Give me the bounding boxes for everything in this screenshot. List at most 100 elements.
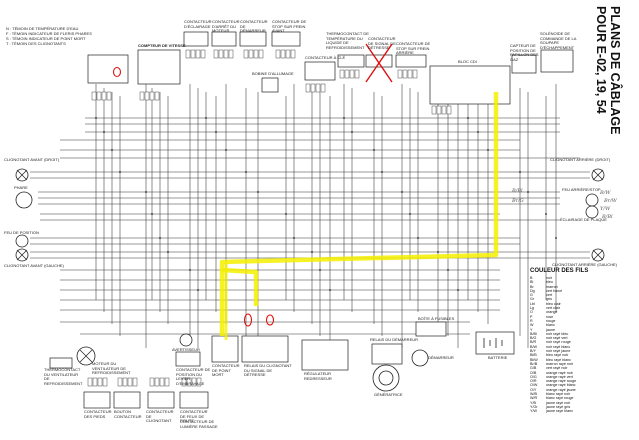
wire-color-name: bleu clair — [546, 301, 561, 306]
wire-color-name: orange rayé noir — [546, 370, 573, 375]
wire-color-name: rose — [546, 314, 554, 319]
handwritten-note: B/Bl — [512, 188, 523, 194]
wire-color-code: Bl/W — [530, 357, 538, 362]
label-turn-switch: CONTACTEUR DE CLIGNOTANT — [146, 409, 174, 424]
diagram-title-line1: PLANS DE CÂBLAGE — [608, 6, 622, 135]
wire-color-code: O/R — [530, 379, 537, 384]
wire-color-name: bleu rayé blanc — [546, 357, 572, 362]
wire-color-row: Bl/W bleu rayé blanc — [530, 358, 630, 362]
wire-color-code: B/Y — [530, 349, 536, 354]
label-front-right-turn: CLIGNOTANT AVANT (DROIT) — [4, 157, 60, 162]
wire-color-code: Bl/B — [530, 353, 537, 358]
label-front-brake: CONTACTEUR DE STOP SUR FREIN AVANT — [272, 19, 307, 34]
label-fuse-box: BOÎTE À FUSIBLES — [418, 316, 455, 321]
label-fan-thermo: THERMOCONTACT DU VENTILATEUR DE REFROIDI… — [44, 367, 83, 386]
wire-color-name: vert foncé — [546, 288, 563, 293]
label-neutral: CONTACTEUR DE POINT MORT — [212, 363, 240, 378]
wire-color-title: COULEUR DES FILS — [530, 268, 589, 274]
label-dimmer-switch: CONTACTEUR DE FEUX DE ROUTE — [180, 409, 208, 424]
wire-color-row: O/B orange rayé noir — [530, 371, 630, 375]
wire-color-row: Dg vert foncé — [530, 289, 630, 293]
wire-color-code: B/W — [530, 344, 537, 349]
label-starter-relay: RELAIS DU DÉMARREUR — [370, 337, 419, 342]
wire-color-code: B/G — [530, 336, 537, 341]
wire-color-code: O — [530, 310, 533, 315]
label-passing-switch: CONTACTEUR DE LUMIÈRE PASSAGE — [180, 419, 218, 429]
wire-color-row: O/R orange rayé rouge — [530, 379, 630, 383]
label-starter-switch: CONTACTEUR DE DÉMARREUR — [240, 19, 268, 34]
wire-color-name: orange rayé jaune — [546, 387, 576, 392]
wire-color-name: vert — [546, 293, 553, 298]
wire-color-row: B/W noir rayé blanc — [530, 345, 630, 349]
wire-color-code: O/W — [530, 383, 538, 388]
wire-color-code: O/G — [530, 374, 537, 379]
wire-color-name: noir rayé blanc — [546, 344, 571, 349]
label-starter-motor: DÉMARREUR — [428, 355, 454, 360]
wire-color-name: noir rayé rouge — [546, 340, 571, 345]
label-license-light: ÉCLAIRAGE DE PLAQUE — [560, 217, 607, 222]
wire-color-name: marron — [546, 284, 558, 289]
label-throttle: CAPTEUR DE POSITION DE PAPILLON DES GAZ — [510, 43, 539, 62]
label-fan-motor: MOTEUR DU VENTILATEUR DE REFROIDISSEMENT — [92, 361, 131, 376]
label-headlight: PHARE — [14, 185, 28, 190]
label-generator: GÉNÉRATRICE — [374, 392, 403, 397]
wire-color-code: O/B — [530, 370, 537, 375]
wire-color-code: Lbl — [530, 301, 535, 306]
wire-color-name: blanc — [546, 323, 555, 328]
indicator-legend-row: S : TÉMOIN INDICATEUR DE POINT MORT — [6, 36, 86, 41]
wire-color-code: Y/W — [530, 409, 537, 414]
wire-color-code: R — [530, 318, 533, 323]
label-position-light: FEU DE POSITION — [4, 230, 39, 235]
wire-color-row: O/Y orange rayé jaune — [530, 388, 630, 392]
wire-color-name: orange rayé rouge — [546, 379, 577, 384]
wire-color-name: noir rayé bleu — [546, 331, 569, 336]
label-regulator: RÉGULATEUR REDRESSEUR — [304, 371, 332, 381]
wire-color-code: Gr — [530, 297, 535, 302]
label-ignition-coil: BOBINE D'ALLUMAGE — [252, 71, 294, 76]
label-side-stand: BOUTON CONTACTEUR — [114, 409, 142, 419]
wire-color-code: Dg — [530, 288, 535, 293]
label-hazard-switch: CONTACTEUR DE SIGNAL DE DÉTRESSE — [368, 36, 396, 51]
wire-color-name: vert clair — [546, 306, 560, 311]
wire-color-code: P — [530, 314, 533, 319]
indicator-legend-row: N : TÉMOIN DE TEMPÉRATURE D'EAU — [6, 26, 79, 31]
wire-color-name: rouge — [546, 318, 556, 323]
label-gear-position: CONTACTEUR DE POSITION DU LEVIER D'EMBRA… — [176, 367, 211, 386]
wire-color-row: Bl/B bleu rayé noir — [530, 353, 630, 357]
label-rear-stop: FEU ARRIÈRE/STOP — [562, 187, 601, 192]
label-clutch-switch: CONTACTEUR DES PIEDS — [84, 409, 112, 419]
diagram-title: PLANS DE CÂBLAGE POUR E-02, 19, 54 — [594, 6, 622, 134]
label-light-switch: CONTACTEUR D'ÉCLAIRAGE — [184, 19, 212, 29]
wire-color-code: O/Y — [530, 387, 537, 392]
label-speedometer: COMPTEUR DE VITESSE — [138, 43, 186, 48]
wire-color-code: Y — [530, 327, 533, 332]
label-engine-stop: CONTACTEUR D'ARRÊT DU MOTEUR — [212, 19, 240, 34]
wire-color-code: W/B — [530, 392, 537, 397]
wire-color-name: noir rayé vert — [546, 336, 568, 341]
wire-color-name: noir — [546, 276, 553, 280]
wire-color-name: jaune — [546, 327, 556, 332]
wire-color-name: orange rayé vert — [546, 374, 573, 379]
label-temp-sensor: THERMOCONTACT DE TEMPÉRATURE DU LIQUIDE … — [326, 31, 369, 50]
wire-color-name: marron rayé noir — [546, 361, 574, 366]
wire-color-name: bleu rayé noir — [546, 353, 569, 358]
wire-color-code: Y/Gr — [530, 404, 538, 409]
label-solenoid: SOLÉNOÏDE DE COMMANDE DE LA SOUPAPE D'ÉC… — [540, 31, 577, 50]
wire-color-code: Y/B — [530, 400, 536, 405]
handwritten-note: B/Bl — [602, 214, 613, 220]
indicator-legend-row: F : TÉMOIN INDICATEUR DE FLERIS PHARES — [6, 31, 92, 36]
